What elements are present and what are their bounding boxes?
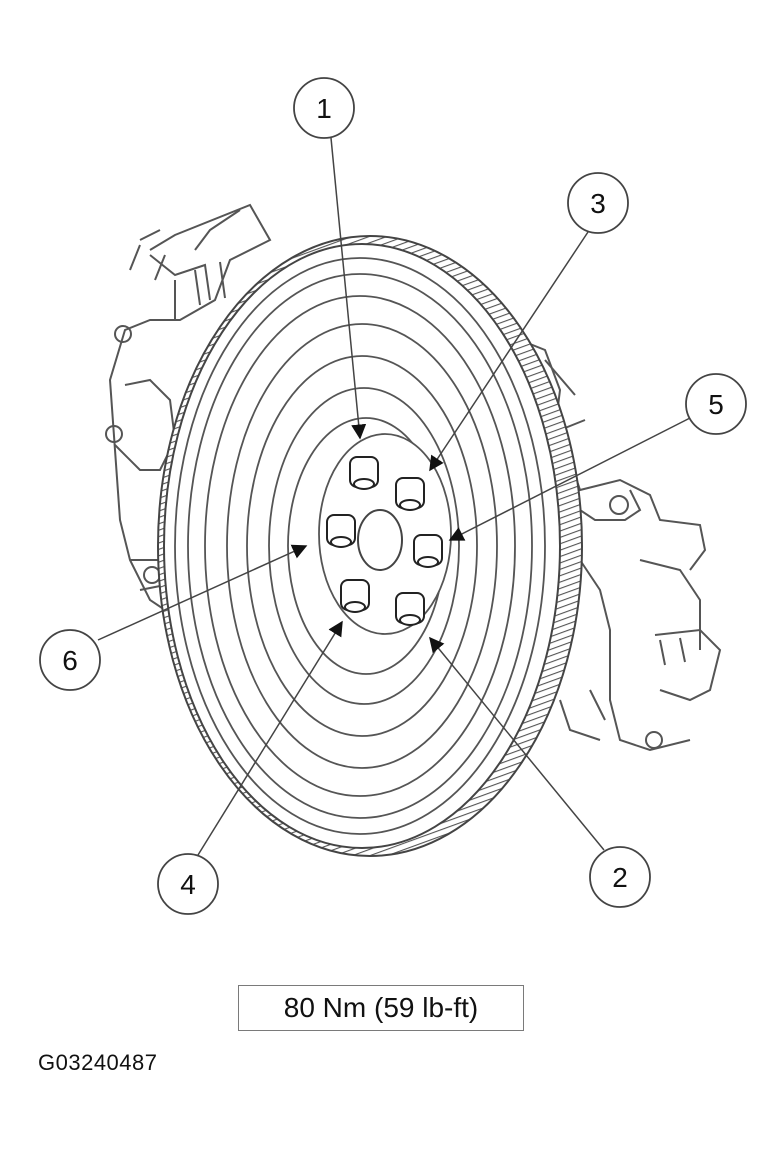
bolt-3 — [395, 477, 425, 511]
leader-lines — [97, 137, 691, 856]
callout-1: 1 — [293, 77, 355, 139]
torque-spec-label: 80 Nm (59 lb-ft) — [238, 985, 524, 1031]
flywheel-rings — [174, 257, 546, 835]
crankshaft-center — [357, 509, 403, 571]
svg-text:4: 4 — [180, 869, 196, 900]
callout-2: 2 — [589, 846, 651, 908]
bolt-1 — [349, 456, 379, 490]
engine-block-left — [105, 203, 272, 621]
callout-3: 3 — [567, 172, 629, 234]
bolts — [326, 456, 443, 626]
svg-text:2: 2 — [612, 862, 628, 893]
callout-5: 5 — [685, 373, 747, 435]
svg-text:1: 1 — [316, 93, 332, 124]
bolt-5 — [413, 534, 443, 568]
bolt-4 — [340, 579, 370, 613]
svg-text:3: 3 — [590, 188, 606, 219]
callout-6: 6 — [39, 629, 101, 691]
bolt-2 — [395, 592, 425, 626]
svg-text:6: 6 — [62, 645, 78, 676]
svg-text:5: 5 — [708, 389, 724, 420]
bolt-6 — [326, 514, 356, 548]
figure-id: G03240487 — [38, 1050, 158, 1075]
callout-4: 4 — [157, 853, 219, 915]
